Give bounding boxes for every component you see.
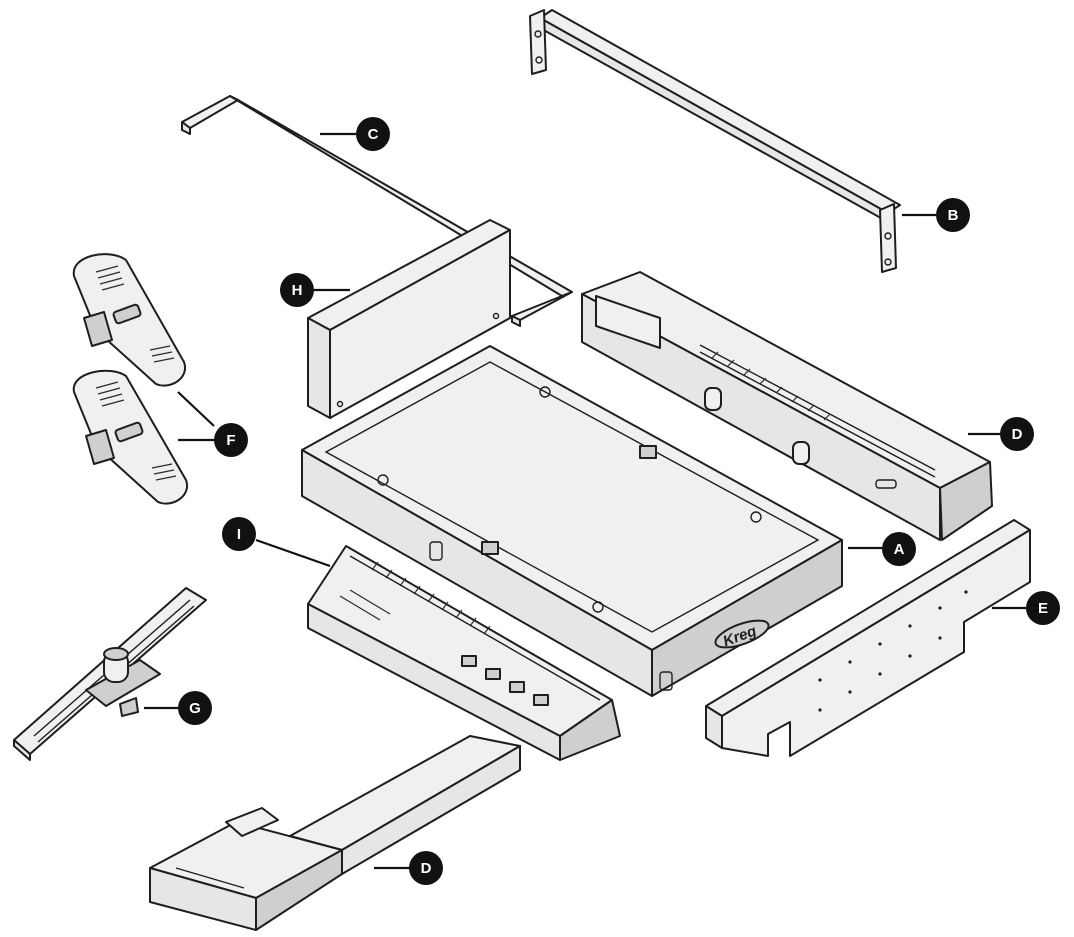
callout-a-label: A — [894, 541, 905, 558]
callout-e-label: E — [1038, 600, 1048, 617]
part-i-scale-fence — [307, 545, 621, 761]
part-d-bottom-extension — [149, 735, 521, 931]
part-b-bracket-bar — [529, 9, 901, 273]
callout-e: E — [1026, 591, 1060, 625]
part-a-base-plate: Kreg — [301, 345, 843, 697]
callout-c: C — [356, 117, 390, 151]
callout-i: I — [222, 517, 256, 551]
part-g-stop-track — [13, 587, 207, 761]
leader-lines — [144, 132, 1026, 870]
callout-g: G — [178, 691, 212, 725]
callout-d-bottom-label: D — [421, 860, 432, 877]
callout-h-label: H — [292, 282, 303, 299]
callout-i-label: I — [237, 526, 241, 543]
part-h-block — [307, 219, 511, 419]
part-e-side-board — [705, 519, 1031, 757]
callout-b: B — [936, 198, 970, 232]
part-f-clamp-lower — [72, 369, 189, 505]
callout-g-label: G — [189, 700, 201, 717]
callout-h: H — [280, 273, 314, 307]
part-d-top-fence — [581, 271, 993, 541]
callout-b-label: B — [948, 207, 959, 224]
callout-d-top: D — [1000, 417, 1034, 451]
callout-a: A — [882, 532, 916, 566]
callout-c-label: C — [368, 126, 379, 143]
callout-f: F — [214, 423, 248, 457]
callout-d-bottom: D — [409, 851, 443, 885]
callout-d-top-label: D — [1012, 426, 1023, 443]
callout-f-label: F — [226, 432, 235, 449]
part-f-clamp-upper — [72, 253, 187, 387]
